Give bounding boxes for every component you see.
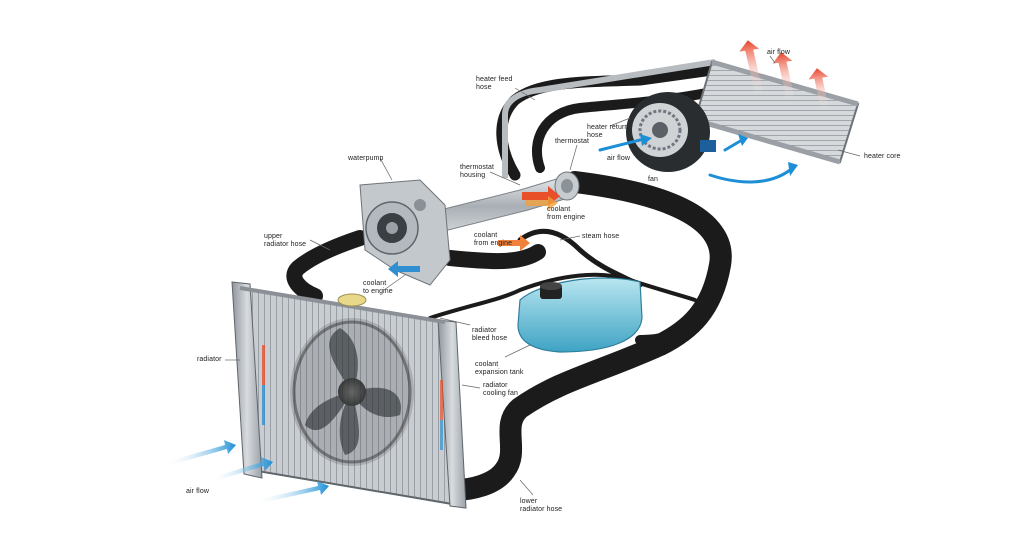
leader-lines (225, 55, 861, 496)
label-heater-feed-hose: heater feed hose (476, 76, 513, 91)
label-radiator: radiator (197, 356, 222, 363)
lower-radiator-hose (444, 171, 732, 501)
pump-outlet-hose (442, 244, 546, 270)
label-coolant-to-engine: coolant to engine (363, 280, 393, 295)
upper-radiator-hose (286, 230, 368, 304)
heater-core (693, 59, 860, 165)
blower-fan (626, 92, 716, 172)
label-air-flow-fan: air flow (607, 155, 630, 162)
label-steam-hose: steam hose (582, 233, 620, 240)
label-lower-radiator-hose: lower radiator hose (520, 498, 563, 513)
flow-arrows (165, 40, 829, 504)
label-air-flow-top: air flow (767, 49, 790, 56)
cold-air-arrows (598, 138, 792, 184)
coolant-arrows (388, 186, 560, 277)
label-coolant-from-engine-2: coolant from engine (474, 232, 513, 247)
label-upper-radiator-hose: upper radiator hose (264, 233, 307, 248)
label-air-flow-bottom: air flow (186, 488, 209, 495)
label-coolant-expansion-tank: coolant expansion tank (475, 361, 524, 376)
cold-air-heads (640, 134, 798, 176)
label-thermostat: thermostat (555, 138, 590, 145)
label-thermostat-housing: thermostat housing (460, 164, 495, 179)
hot-air-arrows (739, 40, 829, 109)
label-heater-return-hose: heater return hose (587, 124, 629, 139)
waterpump (359, 179, 451, 286)
label-fan: fan (648, 176, 659, 183)
label-waterpump: waterpump (348, 155, 384, 162)
label-radiator-cooling-fan: radiator cooling fan (483, 382, 518, 397)
label-coolant-from-engine-1: coolant from engine (547, 206, 586, 221)
coolant-expansion-tank (517, 277, 643, 353)
label-heater-core: heater core (864, 153, 901, 160)
radiator-air-arrows (165, 440, 329, 504)
tank-outlet-hose (635, 315, 705, 345)
radiator-cooling-fan (290, 318, 414, 466)
label-radiator-bleed-hose: radiator bleed hose (472, 327, 508, 342)
radiator-bleed-hose (428, 272, 697, 320)
